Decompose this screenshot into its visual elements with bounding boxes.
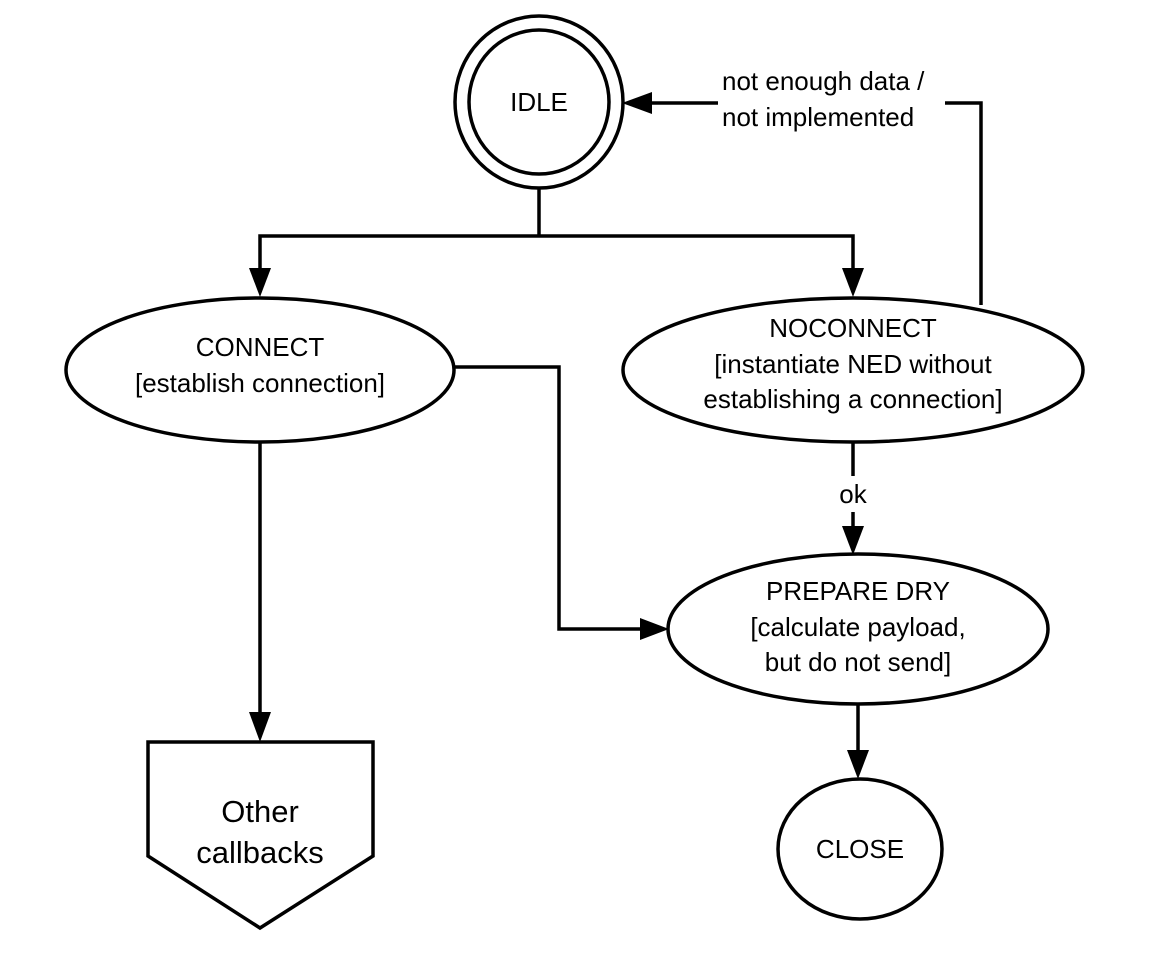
- other-callbacks-label-1: Other: [221, 794, 299, 829]
- arrowhead: [847, 750, 869, 779]
- arrowhead: [249, 268, 271, 297]
- edge-label-ok: ok: [839, 479, 867, 509]
- arrowhead: [842, 526, 864, 555]
- state-connect: CONNECT [establish connection]: [64, 296, 456, 444]
- state-prepare-dry-title: PREPARE DRY: [766, 576, 950, 606]
- state-close: CLOSE: [776, 777, 944, 921]
- edge-noconnect-to-prepare-dry: ok: [839, 442, 868, 555]
- state-noconnect-action-1: [instantiate NED without: [714, 349, 992, 379]
- edge-noconnect-to-idle: not enough data / not implemented: [622, 66, 983, 305]
- state-noconnect-title: NOCONNECT: [769, 313, 937, 343]
- state-connect-title: CONNECT: [196, 332, 325, 362]
- state-idle: IDLE: [453, 14, 625, 190]
- arrowhead: [249, 712, 271, 742]
- edge-label-not-enough-data: not enough data /: [722, 66, 925, 96]
- state-connect-action: [establish connection]: [135, 368, 385, 398]
- arrowhead: [640, 618, 669, 640]
- arrowhead: [842, 268, 864, 297]
- edge-connect-to-prepare-dry: [454, 365, 669, 640]
- state-prepare-dry-action-1: [calculate payload,: [750, 612, 965, 642]
- edge-idle-to-connect: [249, 234, 539, 297]
- state-idle-label: IDLE: [510, 87, 568, 117]
- edge-idle-to-noconnect: [539, 234, 864, 297]
- other-callbacks-label-2: callbacks: [196, 835, 324, 870]
- edge-prepare-dry-to-close: [847, 704, 869, 779]
- arrowhead: [622, 92, 652, 114]
- state-noconnect: NOCONNECT [instantiate NED without estab…: [621, 296, 1085, 444]
- state-noconnect-action-2: establishing a connection]: [703, 384, 1002, 414]
- edge-label-not-implemented: not implemented: [722, 102, 914, 132]
- state-prepare-dry: PREPARE DRY [calculate payload, but do n…: [666, 552, 1050, 706]
- state-prepare-dry-action-2: but do not send]: [765, 647, 951, 677]
- state-close-label: CLOSE: [816, 834, 904, 864]
- other-callbacks-connector: Other callbacks: [146, 740, 375, 931]
- edge-connect-to-other-callbacks: [249, 442, 271, 742]
